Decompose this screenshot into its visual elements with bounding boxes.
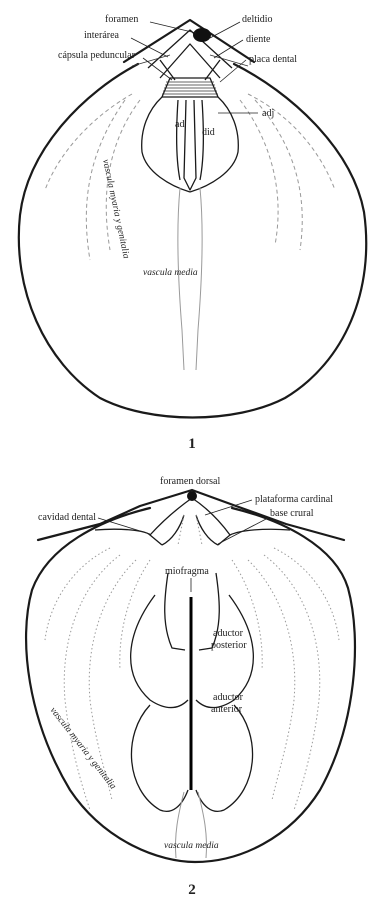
label-foramen-dorsal: foramen dorsal [160, 476, 220, 487]
foramen-mark [193, 28, 211, 42]
label-capsula-peduncular: cápsula peduncular [58, 50, 136, 61]
ventral-beak [124, 20, 254, 80]
label-interarea: interárea [84, 30, 120, 41]
figure-2-dorsal-valve: foramen dorsal plataforma cardinal cavid… [26, 476, 355, 898]
label-aductor-posterior-2: posterior [211, 640, 247, 651]
label-diente: diente [246, 34, 271, 45]
label-dorsal-vascula-media: vascula media [164, 841, 219, 851]
foramen-dorsal-mark [187, 491, 197, 501]
label-deltidio: deltidio [242, 14, 273, 25]
label-miofragma: miofragma [165, 566, 209, 577]
label-adj: adj [262, 108, 274, 119]
label-foramen: foramen [105, 14, 138, 25]
ventral-shell-outline [19, 64, 366, 418]
label-vascula-myaria: vascula myaria y genitalia [100, 159, 131, 260]
label-plataforma-cardinal: plataforma cardinal [255, 494, 333, 505]
label-aductor-anterior-2: anterior [211, 704, 243, 715]
label-base-crural: base crural [270, 508, 314, 519]
label-vascula-media: vascula media [143, 268, 198, 278]
figure-1-number: 1 [188, 436, 196, 452]
label-did: did [202, 127, 215, 138]
label-placa-dental: placa dental [249, 54, 297, 65]
vascula-media-line [178, 188, 202, 370]
label-aductor-posterior-1: aductor [213, 628, 244, 639]
ventral-muscle-field [142, 97, 239, 192]
pedicle-capsule [162, 78, 218, 97]
vascula-myaria-lines [45, 94, 335, 260]
figure-1-ventral-valve: foramen deltidio interárea diente cápsul… [19, 14, 366, 452]
label-aductor-anterior-1: aductor [213, 692, 244, 703]
label-ad: ad [175, 119, 184, 130]
label-dorsal-vascula-myaria: vascula myaria y genitalia [48, 706, 118, 792]
label-cavidad-dental: cavidad dental [38, 512, 96, 523]
figure-2-number: 2 [188, 882, 196, 898]
